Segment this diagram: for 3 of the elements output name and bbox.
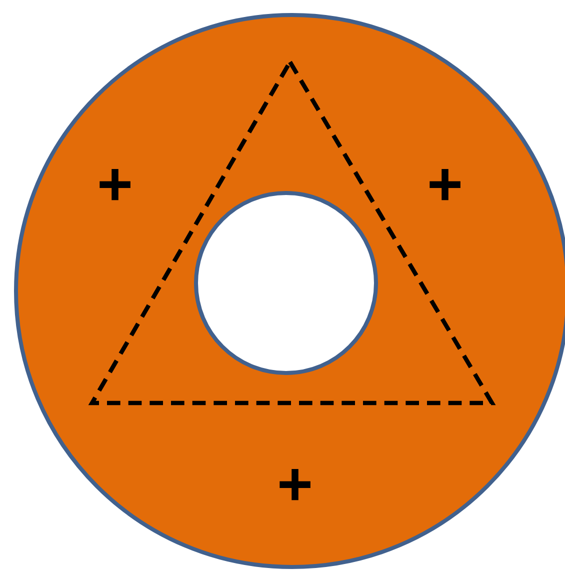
plus-sign: + [100, 169, 130, 200]
plus-sign: + [280, 469, 310, 500]
plus-sign: + [430, 169, 460, 200]
